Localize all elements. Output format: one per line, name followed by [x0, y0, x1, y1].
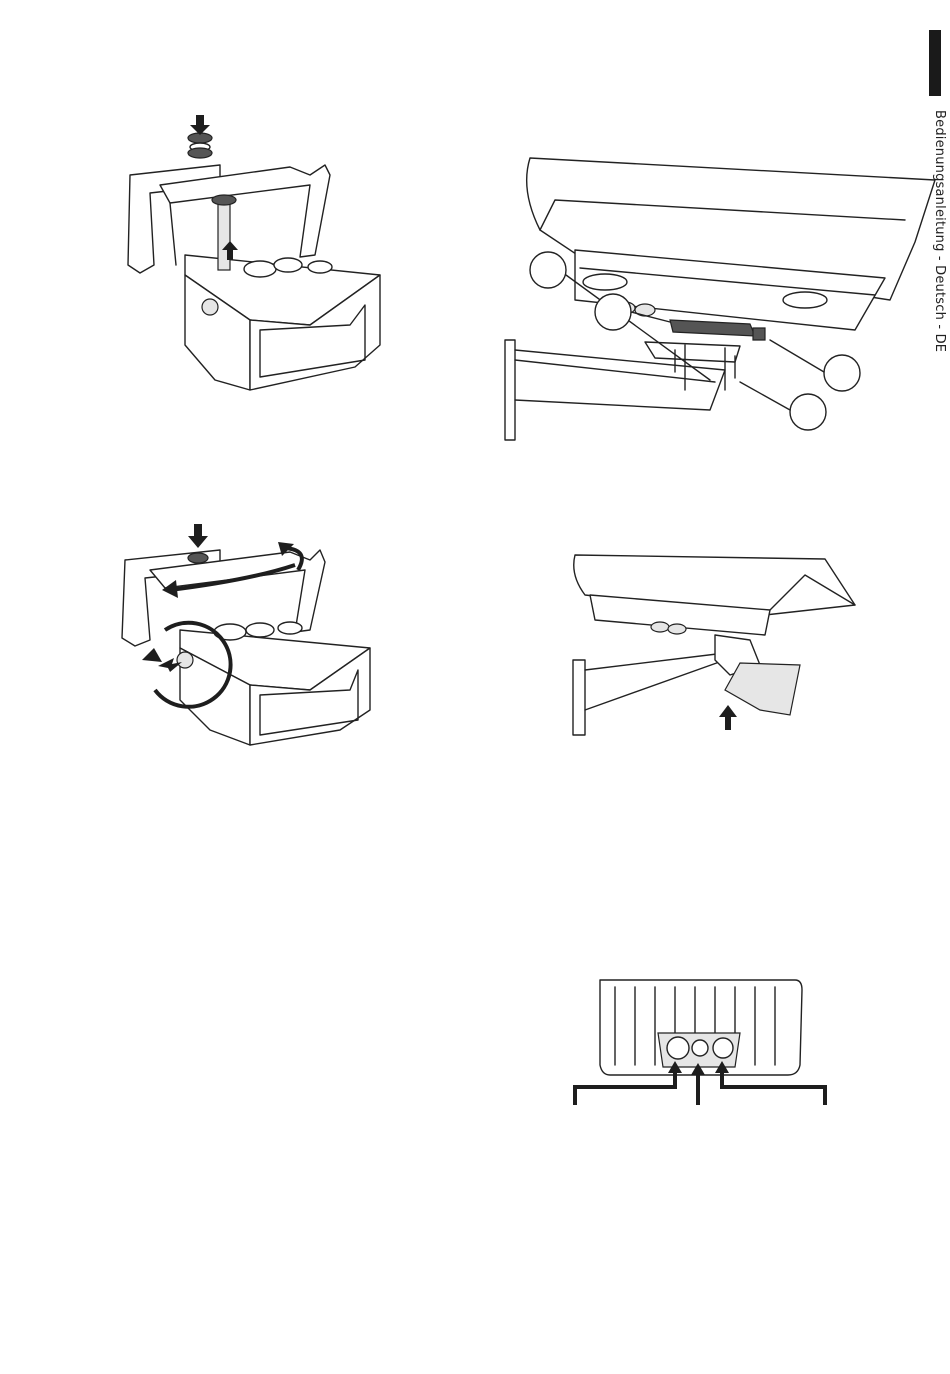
housing-rear-glands-illustration: [570, 975, 835, 1110]
housing-mounted-cover-illustration: [565, 545, 860, 745]
bracket-bolt-insert-illustration: [110, 105, 430, 395]
bracket-rotate-illustration: [110, 520, 430, 750]
callout-circle-3: [824, 355, 860, 391]
callout-circle-2: [595, 294, 631, 330]
callout-circle-1: [530, 252, 566, 288]
section-tab-marker: [929, 30, 941, 96]
housing-bracket-exploded-illustration: [495, 150, 940, 440]
callout-circle-4: [790, 394, 826, 430]
